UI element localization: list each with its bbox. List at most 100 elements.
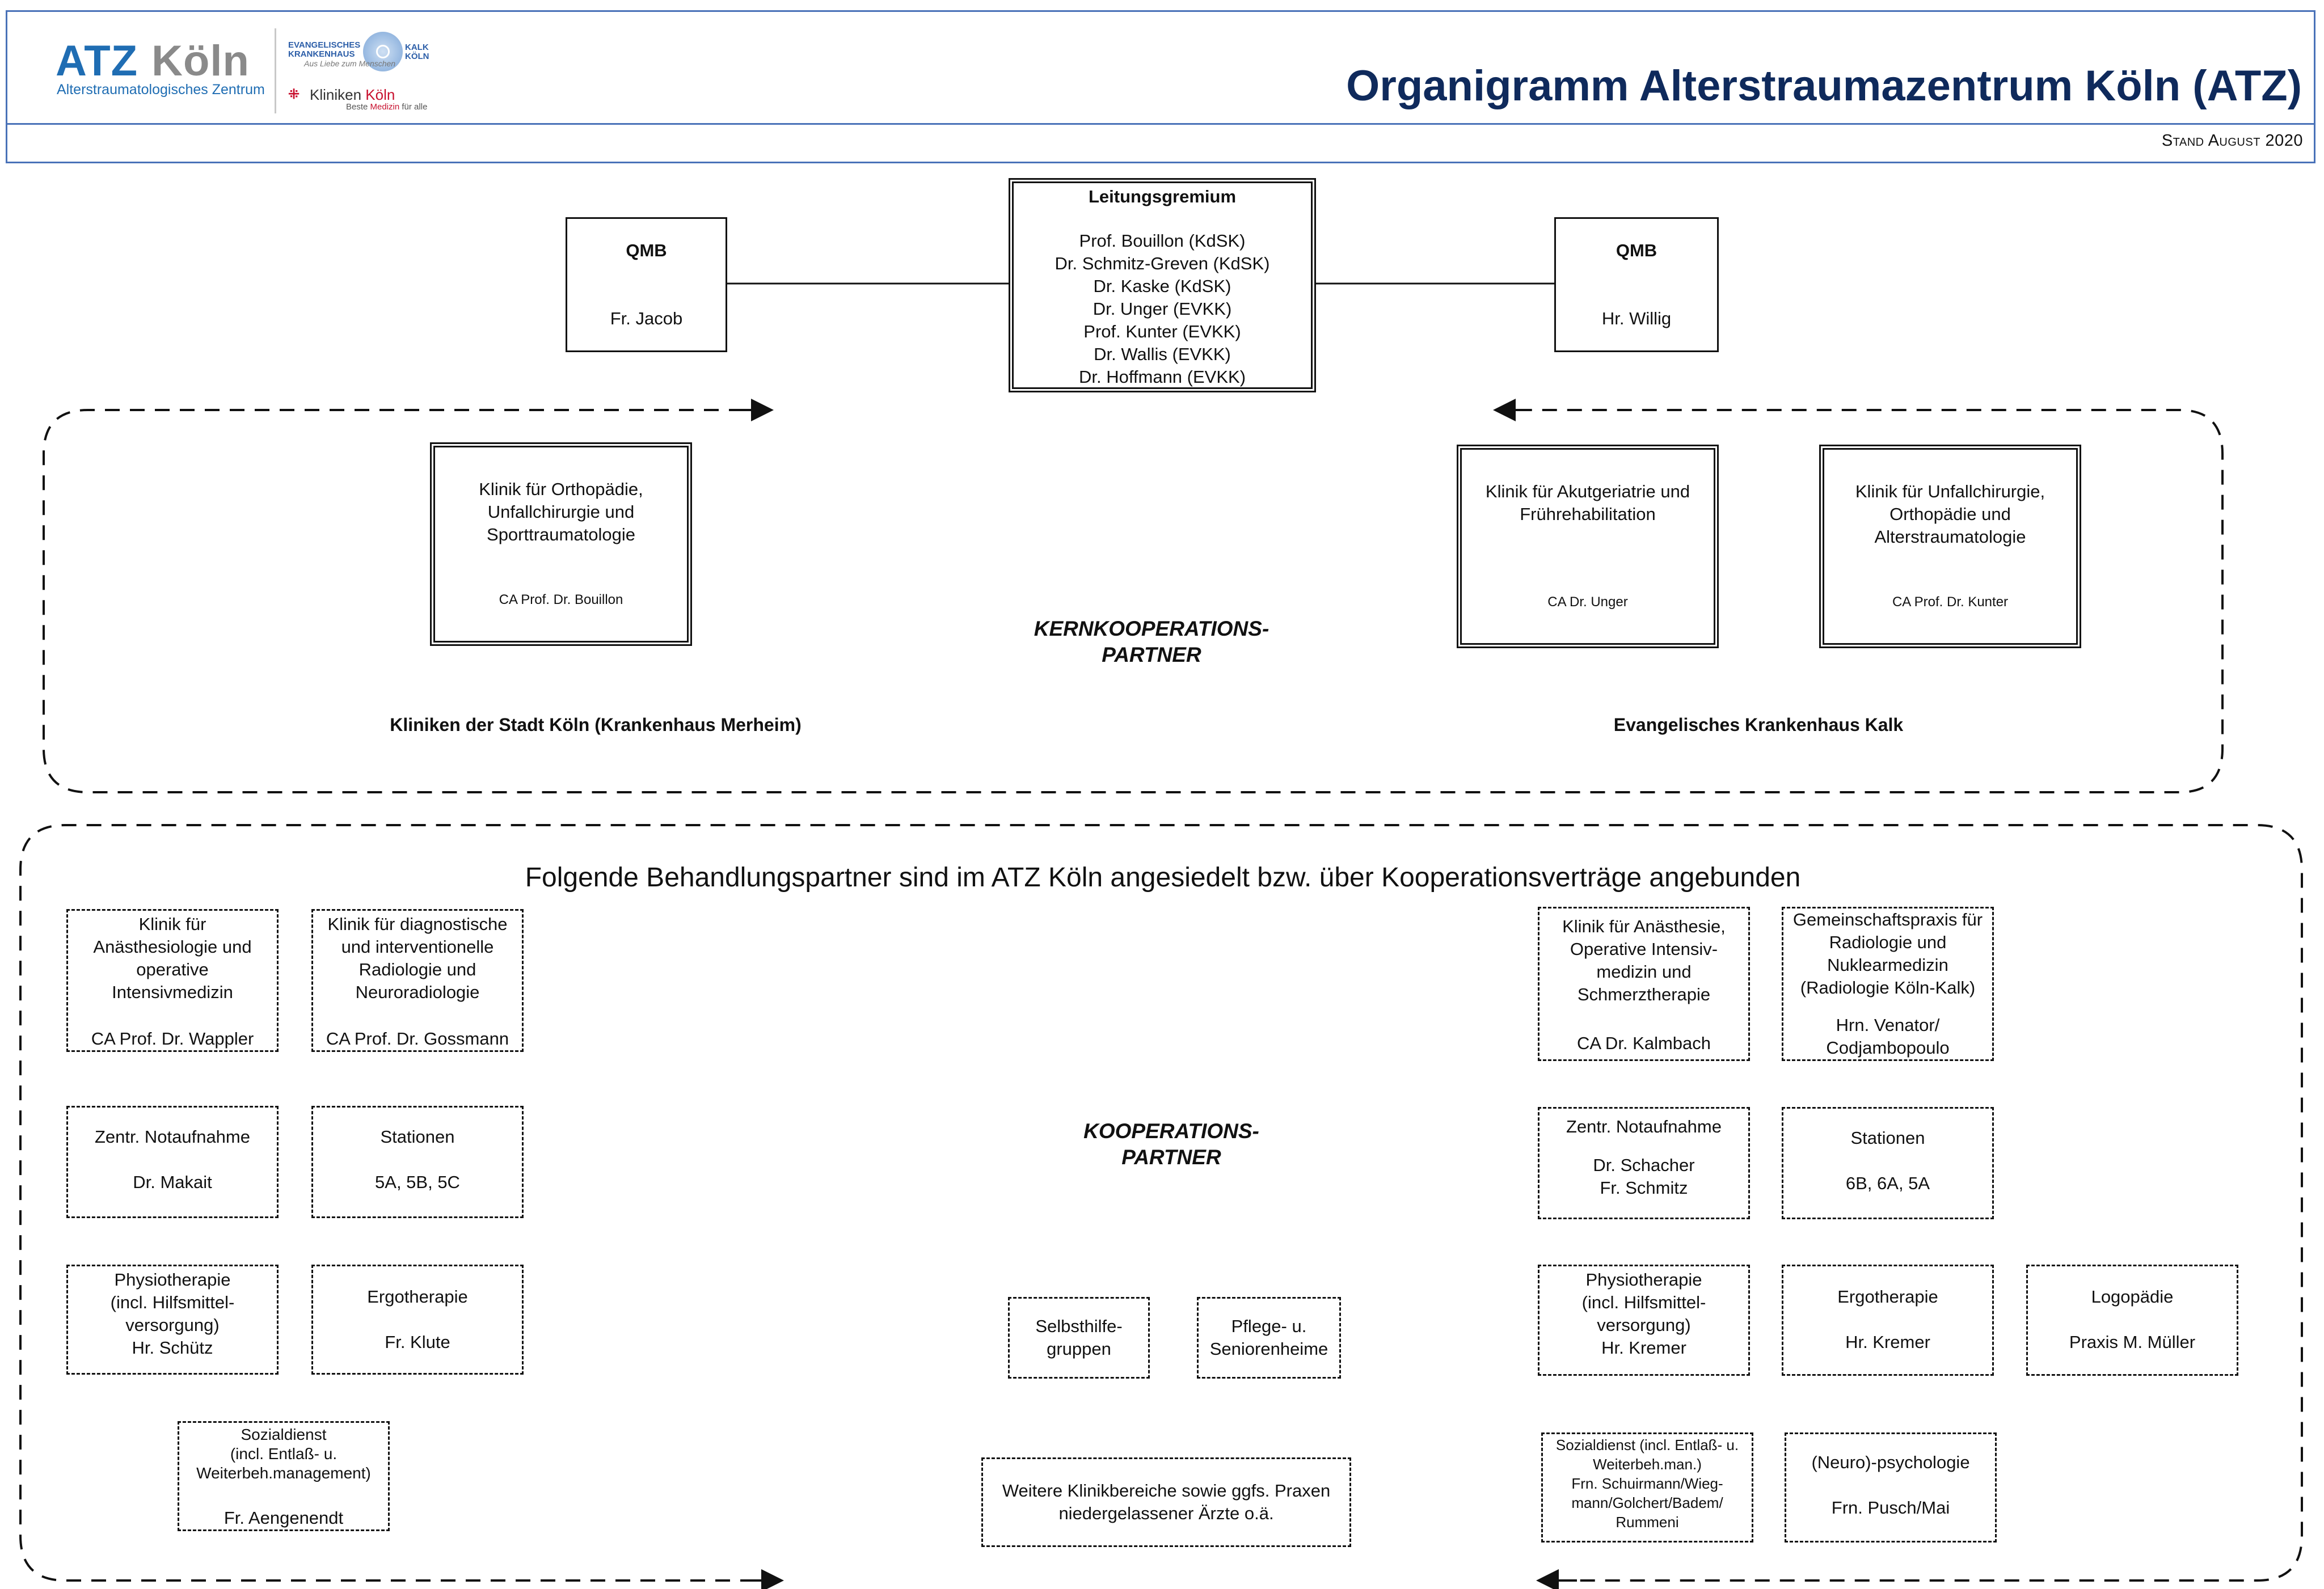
qmb-right-title: QMB — [1616, 240, 1657, 260]
kern-label: KERNKOOPERATIONS- PARTNER — [998, 616, 1305, 668]
leitung-member: Dr. Wallis (EVKK) — [1094, 344, 1231, 364]
stand-date: Stand August 2020 — [2161, 132, 2303, 150]
kern-clinic-box: Klinik für Akutgeriatrie und Frührehabil… — [1457, 445, 1719, 648]
koop-title: Folgende Behandlungspartner sind im ATZ … — [525, 863, 1801, 893]
koop-partner-sub: 6B, 6A, 5A — [1845, 1173, 1930, 1193]
kern-left-hospital: Kliniken der Stadt Köln (Krankenhaus Mer… — [390, 715, 802, 735]
koop-partner-text: Klinik für Anästhesiologie und operative… — [93, 914, 252, 1002]
kern-clinic-head: CA Prof. Dr. Kunter — [1892, 594, 2009, 610]
kern-clinic-name: Klinik für Unfallchirurgie, Orthopädie u… — [1855, 481, 2045, 547]
leitungsgremium-box: Leitungsgremium Prof. Bouillon (KdSK) Dr… — [1009, 178, 1316, 392]
leitung-member: Dr. Kaske (KdSK) — [1093, 276, 1231, 296]
kern-label-line: KERNKOOPERATIONS- — [1034, 617, 1269, 640]
koop-partner-box: Sozialdienst (incl. Entlaß- u. Weiterbeh… — [1541, 1432, 1753, 1542]
koop-partner-text: Klinik für Anästhesie, Operative Intensi… — [1562, 916, 1726, 1004]
evk-signature: Aus Liebe zum Menschen — [304, 59, 396, 68]
koop-partner-sub: CA Dr. Kalmbach — [1576, 1033, 1711, 1053]
qmb-left-title: QMB — [626, 240, 667, 260]
koop-partner-box: Stationen 6B, 6A, 5A — [1782, 1107, 1994, 1219]
page-title: Organigramm Alterstraumazentrum Köln (AT… — [1346, 62, 2302, 110]
kern-label-line: PARTNER — [1102, 643, 1201, 666]
kern-right-hospital: Evangelisches Krankenhaus Kalk — [1613, 715, 1904, 735]
koop-center-box: Weitere Klinikbereiche sowie ggfs. Praxe… — [981, 1457, 1351, 1547]
kern-clinic-name: Klinik für Orthopädie, Unfallchirurgie u… — [479, 479, 643, 544]
kern-clinic-box: Klinik für Unfallchirurgie, Orthopädie u… — [1819, 445, 2081, 648]
koop-partner-sub: Praxis M. Müller — [2069, 1332, 2196, 1352]
koop-center-box: Pflege- u. Seniorenheime — [1197, 1297, 1341, 1379]
koop-center-text: Selbsthilfe- gruppen — [1035, 1316, 1123, 1359]
qmb-left-name: Fr. Jacob — [610, 308, 683, 328]
leitung-member: Dr. Unger (EVKK) — [1093, 299, 1232, 319]
koop-label-line: KOOPERATIONS- — [1083, 1119, 1259, 1143]
koop-partner-text: Stationen — [1850, 1128, 1925, 1148]
kern-clinic-head: CA Dr. Unger — [1547, 594, 1628, 610]
koop-partner-text: Klinik für diagnostische und interventio… — [327, 914, 508, 1002]
evk-seal-icon — [363, 32, 403, 71]
koop-partner-text: Zentr. Notaufnahme — [1566, 1117, 1722, 1136]
koop-partner-box: Ergotherapie Hr. Kremer — [1782, 1265, 1994, 1376]
koop-partner-text: (Neuro)-psychologie — [1811, 1452, 1970, 1472]
slogan-part-a: Beste — [346, 102, 370, 112]
kliniken-cross-icon: ⁜ — [288, 87, 300, 102]
logo-divider — [275, 28, 276, 113]
slogan-part-c: für alle — [399, 102, 428, 112]
koop-partner-sub: Hr. Kremer — [1845, 1332, 1930, 1352]
koop-partner-box: Zentr. Notaufnahme Dr. Schacher Fr. Schm… — [1538, 1107, 1750, 1219]
koop-partner-text: Sozialdienst (incl. Entlaß- u. Weiterbeh… — [196, 1426, 371, 1482]
header-frame — [6, 10, 2315, 125]
kliniken-logo: Kliniken Köln — [310, 86, 395, 104]
koop-partner-sub: Dr. Makait — [133, 1172, 212, 1192]
qmb-right-box: QMB Hr. Willig — [1554, 217, 1719, 352]
leitung-member: Dr. Schmitz-Greven (KdSK) — [1055, 253, 1270, 273]
leitung-member: Dr. Hoffmann (EVKK) — [1078, 367, 1246, 387]
koop-partner-text: Ergotherapie — [367, 1287, 468, 1307]
leitungsgremium-title: Leitungsgremium — [1088, 187, 1237, 206]
koop-partner-box: Zentr. Notaufnahme Dr. Makait — [66, 1106, 279, 1218]
koop-partner-text: Sozialdienst (incl. Entlaß- u. Weiterbeh… — [1555, 1436, 1739, 1531]
kern-clinic-box: Klinik für Orthopädie, Unfallchirurgie u… — [430, 442, 692, 646]
koop-partner-box: Klinik für Anästhesie, Operative Intensi… — [1538, 907, 1750, 1061]
koop-partner-text: Physiotherapie (incl. Hilfsmittel- verso… — [1581, 1270, 1706, 1358]
evk-logo-text-right: KALK KÖLN — [405, 43, 429, 61]
koop-partner-text: Gemeinschaftspraxis für Radiologie und N… — [1792, 910, 1983, 998]
koop-center-text: Weitere Klinikbereiche sowie ggfs. Praxe… — [1002, 1481, 1331, 1523]
header-subframe — [6, 125, 2315, 163]
koop-partner-box: Ergotherapie Fr. Klute — [311, 1265, 524, 1375]
qmb-right-name: Hr. Willig — [1601, 308, 1672, 328]
koop-partner-sub: Hrn. Venator/ Codjambopoulo — [1826, 1015, 1950, 1058]
koop-partner-box: Sozialdienst (incl. Entlaß- u. Weiterbeh… — [178, 1421, 390, 1531]
koop-label-line: PARTNER — [1121, 1146, 1221, 1169]
koop-partner-text: Ergotherapie — [1837, 1287, 1938, 1307]
koop-partner-text: Physiotherapie (incl. Hilfsmittel- verso… — [110, 1270, 235, 1358]
evk-logo-text: EVANGELISCHES KRANKENHAUS — [288, 40, 361, 59]
koop-partner-sub: Fr. Klute — [385, 1332, 450, 1352]
koop-partner-box: Klinik für Anästhesiologie und operative… — [66, 909, 279, 1052]
koop-partner-sub: Fr. Aengenendt — [223, 1508, 344, 1528]
koop-partner-box: Stationen 5A, 5B, 5C — [311, 1106, 524, 1218]
koop-zone-outline — [19, 824, 2303, 1582]
koop-partner-text: Logopädie — [2091, 1287, 2174, 1307]
kern-clinic-head: CA Prof. Dr. Bouillon — [499, 592, 623, 607]
kliniken-logo-name: Kliniken — [310, 86, 362, 103]
koop-partner-box: Logopädie Praxis M. Müller — [2026, 1265, 2238, 1376]
koop-partner-sub: CA Prof. Dr. Wappler — [91, 1029, 254, 1049]
koop-center-box: Selbsthilfe- gruppen — [1008, 1297, 1150, 1379]
atz-logo-city: Köln — [151, 37, 250, 85]
koop-partner-text: Stationen — [380, 1127, 455, 1147]
atz-logo-subtitle: Alterstraumatologisches Zentrum — [57, 82, 265, 98]
koop-partner-box: Physiotherapie (incl. Hilfsmittel- verso… — [1538, 1265, 1750, 1376]
koop-center-text: Pflege- u. Seniorenheime — [1209, 1316, 1328, 1359]
koop-partner-text: Zentr. Notaufnahme — [95, 1127, 250, 1147]
kliniken-slogan: Beste Medizin für alle — [346, 102, 427, 112]
koop-partner-box: Gemeinschaftspraxis für Radiologie und N… — [1782, 907, 1994, 1061]
koop-partner-box: Klinik für diagnostische und interventio… — [311, 909, 524, 1052]
qmb-left-box: QMB Fr. Jacob — [566, 217, 727, 352]
koop-partner-sub: CA Prof. Dr. Gossmann — [326, 1029, 509, 1049]
koop-partner-sub: Frn. Pusch/Mai — [1831, 1498, 1950, 1518]
koop-partner-box: (Neuro)-psychologie Frn. Pusch/Mai — [1785, 1432, 1997, 1542]
leitung-member: Prof. Kunter (EVKK) — [1083, 322, 1241, 341]
koop-label: KOOPERATIONS- PARTNER — [1021, 1118, 1322, 1170]
koop-partner-box: Physiotherapie (incl. Hilfsmittel- verso… — [66, 1265, 279, 1375]
